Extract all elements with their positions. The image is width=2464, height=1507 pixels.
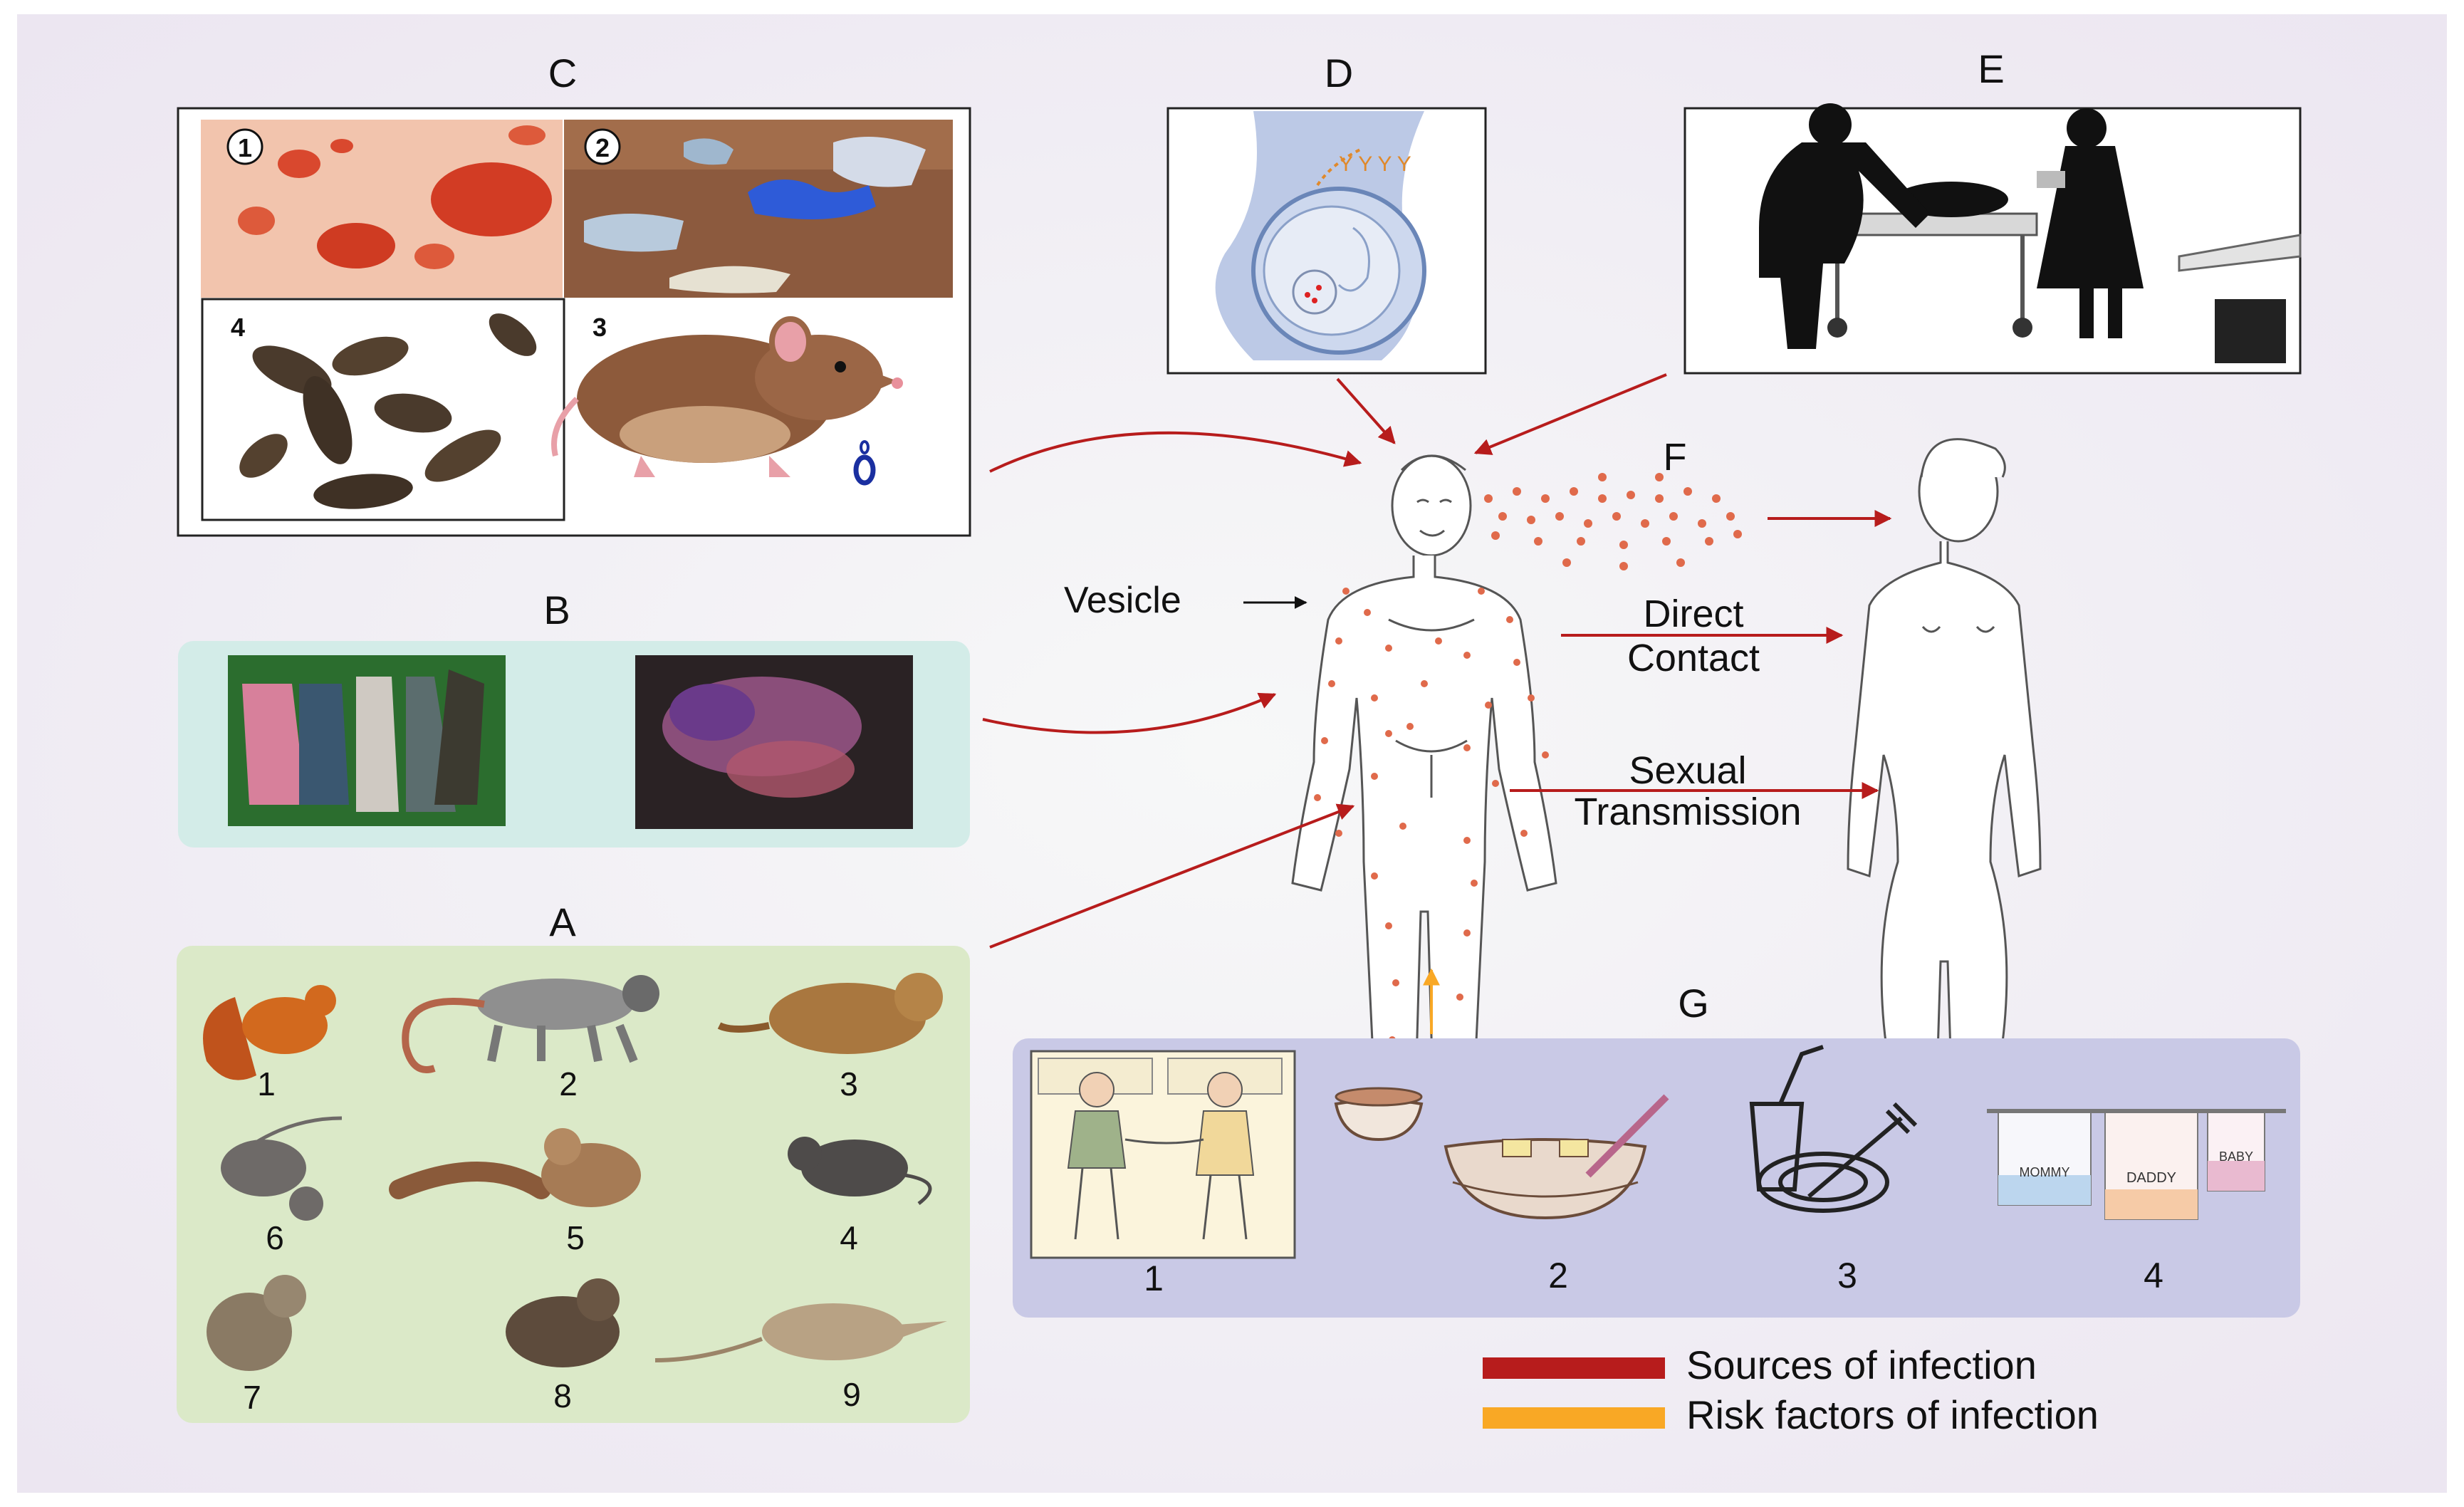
panel-a-number-9: 9 [842, 1376, 861, 1413]
panel-b: B [178, 588, 970, 848]
panel-g: G [1013, 981, 2300, 1318]
panel-a-monkey [402, 975, 659, 1073]
panel-e: E [1683, 46, 2302, 375]
panel-d: D Y Y Y Y [1166, 51, 1487, 375]
panel-c-number-3: 3 [592, 313, 607, 342]
panel-c-number-2: 2 [595, 133, 610, 162]
panel-e-hospital-silhouette [1759, 103, 2302, 363]
panel-g-background [1013, 1038, 2300, 1318]
panel-g-shared-bed-illustration [1030, 1050, 1296, 1259]
towel-label-mommy: MOMMY [2020, 1165, 2070, 1179]
sexual-transmission-label-line1: Sexual [1629, 749, 1746, 792]
sexual-transmission-label-line2: Transmission [1574, 791, 1801, 833]
legend: Sources of infection Risk factors of inf… [1483, 1342, 2099, 1437]
direct-contact-label-line1: Direct [1643, 593, 1743, 635]
panel-a-number-7: 7 [243, 1379, 261, 1416]
panel-a-elephant-shrew [654, 1303, 947, 1362]
panel-a-letter: A [549, 899, 576, 944]
panel-a-squirrel [203, 985, 336, 1080]
panel-a-number-1: 1 [257, 1065, 276, 1102]
panel-a-ground-squirrel [207, 1275, 306, 1371]
panel-c-letter: C [548, 51, 577, 95]
legend-label-risk: Risk factors of infection [1686, 1392, 2099, 1437]
panel-a-number-6: 6 [266, 1219, 284, 1256]
arrow-e-to-man [1473, 373, 1667, 455]
panel-d-fetus-illustration: Y Y Y Y [1215, 111, 1426, 360]
panel-g-cup-fork-plate-icon [1749, 1045, 1918, 1213]
panel-c-photo-skin-lesions [201, 120, 563, 298]
panel-a-rat [221, 1116, 343, 1221]
panel-a-pouched-rat [506, 1278, 620, 1367]
panel-a-number-8: 8 [553, 1377, 572, 1414]
arrow-a-to-man [989, 803, 1355, 949]
panel-g-letter: G [1678, 981, 1709, 1026]
legend-label-sources: Sources of infection [1686, 1342, 2037, 1387]
panel-b-letter: B [543, 588, 570, 632]
towel-label-baby: BABY [2219, 1149, 2253, 1164]
panel-a-number-3: 3 [840, 1065, 858, 1102]
arrow-c-to-man [989, 431, 1362, 473]
arrow-d-to-man [1336, 377, 1396, 444]
panel-d-letter: D [1325, 51, 1353, 95]
towel-label-daddy: DADDY [2126, 1170, 2176, 1186]
panel-g-number-3: 3 [1837, 1256, 1857, 1295]
panel-a-dormouse [389, 1128, 641, 1207]
panel-g-number-2: 2 [1548, 1256, 1568, 1295]
panel-c-number-1: 1 [238, 133, 252, 162]
panel-a-number-4: 4 [840, 1219, 858, 1256]
panel-g-number-4: 4 [2144, 1256, 2163, 1295]
panel-c-number-4: 4 [231, 313, 245, 342]
panel-c-photo-medical-waste [564, 120, 953, 298]
panel-f-respiratory-droplets [1484, 473, 1742, 570]
panel-g-towels-illustration [1987, 1109, 2286, 1220]
panel-f-letter: F [1664, 436, 1687, 479]
panel-a-number-2: 2 [559, 1065, 578, 1102]
panel-a-number-5: 5 [566, 1219, 585, 1256]
panel-a-mouse [788, 1137, 932, 1205]
panel-c-photo-droppings [201, 298, 565, 521]
panel-a: A 1 2 3 [177, 899, 970, 1423]
panel-a-prairie-dog [717, 973, 943, 1054]
partner-woman-figure [1847, 438, 2042, 1191]
panel-g-shared-utensils-illustration [1334, 1087, 1669, 1220]
panel-b-photo-carcass [635, 655, 913, 829]
direct-contact-label-line2: Contact [1627, 637, 1760, 679]
legend-swatch-sources [1483, 1357, 1665, 1379]
panel-c-rat-illustration [551, 316, 903, 486]
panel-b-photo-bushmeat [228, 655, 506, 826]
svg-text:Y Y Y Y: Y Y Y Y [1339, 152, 1411, 176]
panel-e-letter: E [1978, 46, 2004, 91]
arrow-b-to-man [982, 692, 1277, 734]
arrows [982, 373, 1892, 1034]
legend-swatch-risk [1483, 1407, 1665, 1429]
vesicle-label: Vesicle [1064, 580, 1181, 621]
panel-c: C 1 2 [177, 51, 971, 537]
panel-g-number-1: 1 [1144, 1258, 1164, 1298]
